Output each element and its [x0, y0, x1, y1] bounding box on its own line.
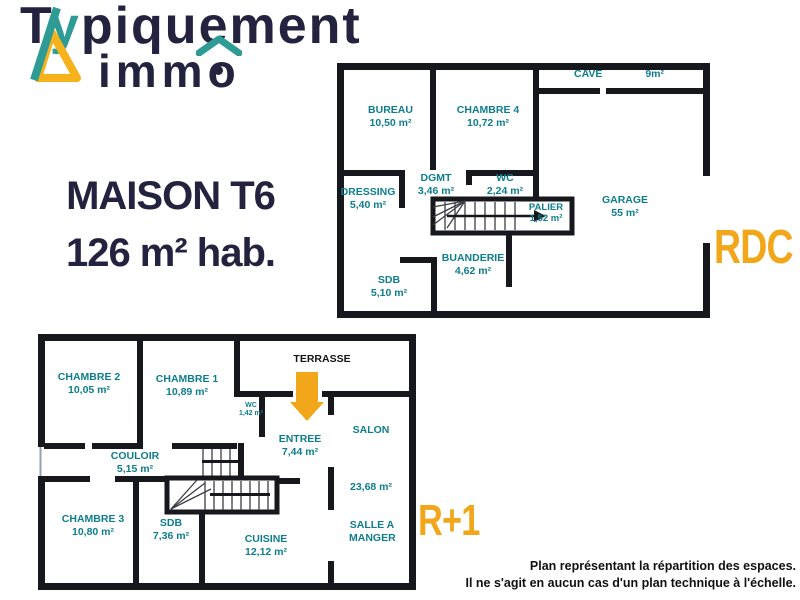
room-name: GARAGE	[601, 194, 649, 206]
room-label-salon-area: 23,68 m²	[340, 481, 402, 494]
room-name: CHAMBRE 4	[456, 104, 520, 116]
room-label-chambre1: CHAMBRE 1 10,89 m²	[144, 373, 230, 398]
room-label-chambre3: CHAMBRE 3 10,80 m²	[50, 513, 136, 538]
room-name: ENTREE	[278, 433, 322, 445]
room-area: 10,50 m²	[369, 116, 412, 129]
room-label-bureau: BUREAU 10,50 m²	[348, 104, 433, 129]
room-name: CHAMBRE 3	[61, 513, 125, 525]
room-label-dressing: DRESSING 5,40 m²	[335, 186, 401, 211]
room-label-dgmt: DGMT 3,46 m²	[407, 172, 465, 197]
room-label-palier: PALIER 1,52 m²	[520, 202, 572, 224]
room-name: DRESSING	[340, 186, 396, 198]
room-name: SDB	[159, 517, 183, 529]
room-label-buanderie: BUANDERIE 4,62 m²	[427, 252, 519, 277]
room-name: DGMT	[420, 172, 452, 184]
room-area: 23,68 m²	[349, 481, 393, 493]
room-area: 10,72 m²	[466, 116, 510, 129]
room-area: 10,89 m²	[165, 385, 209, 398]
room-area: 5,15 m²	[116, 462, 154, 475]
room-area: 5,40 m²	[349, 198, 387, 211]
room-name: COULOIR	[110, 450, 160, 462]
room-area: 1,52 m²	[529, 212, 563, 224]
room-name: SDB	[377, 274, 401, 286]
room-name: TERRASSE	[293, 353, 351, 365]
room-area: 55 m²	[611, 206, 639, 219]
room-area: 10,80 m²	[71, 525, 115, 538]
room-area: 1,42 m²	[238, 410, 264, 417]
room-name: CHAMBRE 1	[155, 373, 219, 385]
house-roof-icon	[196, 36, 242, 56]
room-name: SALLE A MANGER	[349, 519, 396, 544]
terrace-arrow-icon	[296, 372, 318, 402]
room-label-entree: ENTREE 7,44 m²	[265, 433, 335, 458]
room-label-couloir: COULOIR 5,15 m²	[100, 450, 170, 475]
room-label-sdb-rdc: SDB 5,10 m²	[354, 274, 424, 299]
brand-triangle-icon	[30, 6, 81, 82]
room-label-terrasse: TERRASSE	[288, 353, 356, 366]
room-name: CHAMBRE 2	[57, 371, 121, 383]
room-label-wc-rdc: WC 2,24 m²	[477, 172, 533, 197]
room-name: CUISINE	[244, 533, 288, 545]
disclaimer-text: Plan représentant la répartition des esp…	[450, 558, 796, 591]
room-name: BUANDERIE	[441, 252, 505, 264]
room-name: PALIER	[528, 202, 564, 213]
r1-floorplan-drawing	[38, 334, 416, 590]
disclaimer-line1: Plan représentant la répartition des esp…	[529, 559, 796, 573]
room-area: 5,10 m²	[370, 286, 408, 299]
room-area: 7,44 m²	[281, 445, 319, 458]
room-name: BUREAU	[368, 104, 413, 116]
room-area: 2,24 m²	[486, 184, 524, 197]
room-label-wc-r1: WC 1,42 m²	[236, 402, 266, 418]
room-label-garage: GARAGE 55 m²	[586, 194, 664, 219]
room-area: 12,12 m²	[244, 545, 288, 558]
brand-rest: piquement	[80, 0, 362, 55]
room-label-cuisine: CUISINE 12,12 m²	[228, 533, 304, 558]
room-name: WC	[496, 172, 514, 184]
house-o-dot-icon	[214, 66, 223, 75]
room-label-cave: CAVE 9m²	[574, 68, 664, 81]
room-area: 7,36 m²	[152, 529, 190, 542]
floor-label-r1: R+1	[418, 496, 480, 545]
room-label-chambre2: CHAMBRE 2 10,05 m²	[46, 371, 132, 396]
room-name: WC	[245, 402, 257, 409]
room-name: CAVE	[574, 68, 603, 80]
floor-label-rdc: RDC	[714, 221, 794, 274]
brand-wordmark-line2: immo	[98, 45, 241, 97]
title-line2: 126 m² hab.	[65, 231, 276, 275]
room-area: 10,05 m²	[67, 383, 111, 396]
room-label-salle-a-manger: SALLE A MANGER	[349, 519, 396, 544]
room-label-sdb-r1: SDB 7,36 m²	[142, 517, 200, 542]
room-area: 3,46 m²	[417, 184, 455, 197]
disclaimer-line2: Il ne s'agit en aucun cas d'un plan tech…	[465, 575, 796, 590]
page-title: MAISON T6 126 m² hab.	[38, 168, 303, 282]
room-area: 9m²	[645, 68, 664, 80]
brand-wordmark-line1: Typiquement	[20, 0, 362, 56]
room-name: SALON	[352, 424, 390, 436]
title-line1: MAISON T6	[66, 174, 276, 218]
room-label-salon: SALON	[340, 424, 402, 437]
rdc-floorplan-drawing	[337, 63, 710, 318]
room-area: 4,62 m²	[454, 264, 492, 277]
room-label-chambre4: CHAMBRE 4 10,72 m²	[442, 104, 534, 129]
